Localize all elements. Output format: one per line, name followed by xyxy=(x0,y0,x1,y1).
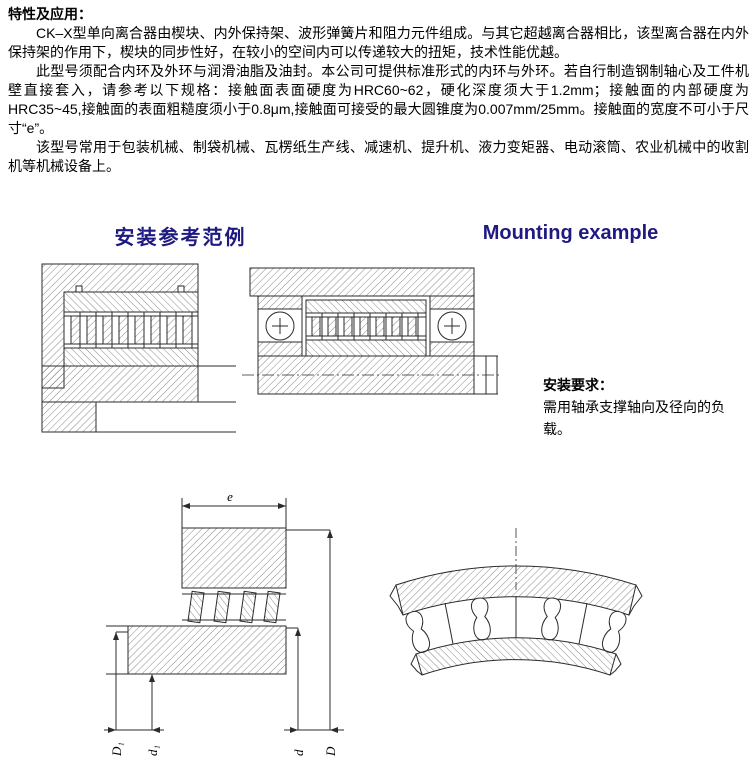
cage-zone xyxy=(63,311,199,349)
dimension-lines xyxy=(104,529,344,733)
figure-sprag-sector-detail xyxy=(389,528,643,676)
inner-race-arc xyxy=(415,637,617,676)
dim-label-D: D xyxy=(323,746,338,757)
clutch-section xyxy=(305,299,427,357)
dim-label-e: e xyxy=(227,489,233,504)
outer-ring-section xyxy=(181,527,287,589)
dim-label-d: d xyxy=(291,749,306,756)
inner-ring-section xyxy=(63,347,199,367)
ball-bearing-right xyxy=(429,295,475,357)
intro-paragraph-1: CK–X型单向离合器由楔块、内外保持架、波形弹簧片和阻力元件组成。与其它超越离合… xyxy=(8,25,749,60)
mounting-note-text: 需用轴承支撑轴向及径向的负载。 xyxy=(543,399,725,437)
housing-section xyxy=(249,267,475,297)
mounting-note: 安装要求： 需用轴承支撑轴向及径向的负载。 xyxy=(543,374,748,440)
shaft-section xyxy=(41,365,199,403)
section-title-zh: 安装参考范例 xyxy=(114,227,247,249)
sprag xyxy=(405,610,430,653)
figure-dimension-section: e D₁ d₁ d D xyxy=(104,489,344,757)
sprag xyxy=(602,610,627,653)
intro-heading: 特性及应用： xyxy=(8,6,92,22)
outer-ring-section xyxy=(63,291,199,313)
intro-text-block: 特性及应用： CK–X型单向离合器由楔块、内外保持架、波形弹簧片和阻力元件组成。… xyxy=(8,5,749,176)
mounting-note-heading: 安装要求： xyxy=(543,377,613,393)
dim-label-D1: D₁ xyxy=(109,742,124,757)
sprag xyxy=(470,597,491,641)
shaft-section xyxy=(127,625,287,675)
intro-paragraph-3: 该型号常用于包装机械、制袋机械、瓦楞纸生产线、减速机、提升机、液力变矩器、电动滚… xyxy=(8,139,749,174)
section-title-en: Mounting example xyxy=(482,222,659,244)
dim-label-d1: d₁ xyxy=(145,745,160,756)
ball-bearing-left xyxy=(257,295,303,357)
figure-mounting-section-left xyxy=(41,263,236,433)
intro-paragraph-2: 此型号须配合内环及外环与润滑油脂及油封。本公司可提供标准形式的内环与外环。若自行… xyxy=(8,63,749,136)
sprag xyxy=(541,597,562,641)
figure-mounting-section-right xyxy=(242,267,502,395)
sprags xyxy=(187,590,281,624)
sprags xyxy=(70,315,193,345)
cage-bars xyxy=(444,596,588,645)
